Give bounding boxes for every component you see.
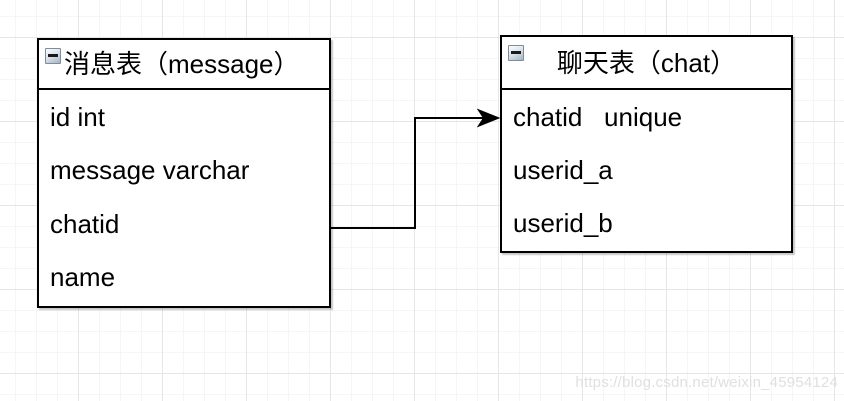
entity-message-table[interactable]: 消息表（message） id int message varchar chat…	[37, 38, 331, 308]
entity-message-body: id int message varchar chatid name	[39, 90, 329, 304]
collapse-minus-icon[interactable]	[508, 45, 524, 61]
entity-message-header: 消息表（message）	[39, 40, 329, 90]
collapse-minus-icon[interactable]	[45, 48, 61, 64]
entity-chat-body: chatid unique userid_a userid_b	[502, 90, 791, 249]
table-row[interactable]: userid_a	[513, 154, 613, 185]
arrowhead-icon	[476, 108, 501, 128]
table-row[interactable]: message varchar	[50, 155, 250, 186]
table-row[interactable]: chatid	[50, 208, 120, 239]
connector-line[interactable]	[331, 117, 487, 229]
entity-chat-table[interactable]: 聊天表（chat） chatid unique userid_a userid_…	[500, 35, 793, 253]
table-row[interactable]: name	[50, 262, 116, 293]
entity-title: 聊天表（chat）	[556, 47, 737, 78]
entity-title: 消息表（message）	[64, 49, 300, 79]
table-row[interactable]: userid_b	[513, 207, 613, 238]
watermark: https://blog.csdn.net/weixin_45954124	[575, 374, 838, 391]
table-row[interactable]: id int	[50, 101, 105, 132]
table-row[interactable]: chatid unique	[513, 101, 683, 132]
entity-chat-header: 聊天表（chat）	[502, 37, 791, 90]
